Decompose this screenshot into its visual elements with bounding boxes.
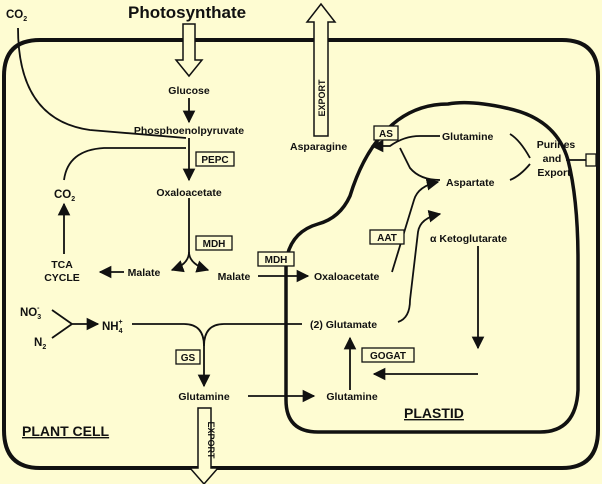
malate-right-label: Malate	[218, 271, 251, 283]
co2-top-label: CO2	[6, 9, 27, 23]
glutamine-plastid-top-label: Glutamine	[442, 131, 494, 143]
gs-label: GS	[181, 353, 196, 364]
co2-recycle-curve	[63, 147, 186, 181]
arrow-oxaloacetate-malate	[170, 198, 190, 273]
arrow-glutamate-ketoglutarate	[397, 210, 442, 323]
pepc-box	[195, 151, 235, 167]
arrow-nitrogen-nh4	[51, 309, 98, 339]
co2-mid-label: CO2	[54, 189, 75, 203]
export-arrow-top	[305, 2, 337, 137]
link-aspartate-purines	[509, 163, 531, 181]
purines-label-2: and	[543, 153, 562, 165]
pep-label: Phosphoenolpyruvate	[134, 125, 244, 137]
link-nh4-gs	[132, 323, 205, 347]
arrow-oxaloacetate-malate-right	[188, 251, 210, 273]
mdh-plastid-box	[257, 251, 295, 267]
mdh-plastid-label: MDH	[265, 255, 288, 266]
oxaloacetate-plastid-label: Oxaloacetate	[314, 271, 380, 283]
gogat-box	[361, 347, 415, 363]
as-label: AS	[379, 129, 393, 140]
photosynthate-label: Photosynthate	[128, 3, 246, 22]
purines-label-1: Purines	[537, 139, 576, 151]
co2-fixation-curve	[17, 27, 187, 139]
glutamine-cyto-label: Glutamine	[178, 391, 230, 403]
tca-label-2: CYCLE	[44, 272, 80, 284]
plastid-export-port	[585, 153, 597, 167]
export-label-top: EXPORT	[317, 79, 327, 117]
asparagine-label: Asparagine	[290, 141, 347, 153]
no3-label: NO3-	[20, 305, 41, 321]
ketoglutarate-label: α Ketoglutarate	[430, 233, 507, 245]
link-glutamine-purines	[509, 133, 531, 159]
mdh-cyto-box	[195, 235, 233, 251]
tca-label-1: TCA	[51, 259, 73, 271]
malate-left-label: Malate	[128, 267, 161, 279]
aat-label: AAT	[377, 233, 397, 244]
n2-label: N2	[34, 337, 46, 351]
plastid-membrane	[284, 100, 580, 434]
plant-cell-label: PLANT CELL	[22, 423, 110, 439]
glutamine-plastid-label: Glutamine	[326, 391, 378, 403]
purines-label-3: Export	[537, 167, 571, 179]
plastid-label: PLASTID	[404, 405, 464, 421]
glucose-label: Glucose	[168, 85, 210, 97]
pepc-label: PEPC	[201, 155, 228, 166]
gs-box	[175, 349, 201, 365]
arrow-oxaloacetate-aspartate	[391, 178, 440, 273]
aspartate-label: Aspartate	[446, 177, 495, 189]
as-box	[373, 125, 399, 141]
gogat-label: GOGAT	[370, 351, 406, 362]
link-as-aspartate	[399, 147, 441, 181]
plant-cell-membrane	[1, 38, 600, 470]
aat-box	[369, 229, 405, 245]
photosynthate-arrow	[174, 23, 204, 78]
nh4-label: NH4+	[102, 319, 123, 335]
link-glutamate-gs	[203, 323, 302, 347]
mdh-cyto-label: MDH	[203, 239, 226, 250]
export-arrow-bottom	[188, 407, 220, 484]
oxaloacetate-cyto-label: Oxaloacetate	[156, 187, 222, 199]
export-label-bottom: EXPORT	[206, 421, 216, 459]
glutamate-label: (2) Glutamate	[310, 319, 377, 331]
arrow-as-asparagine	[370, 135, 440, 153]
